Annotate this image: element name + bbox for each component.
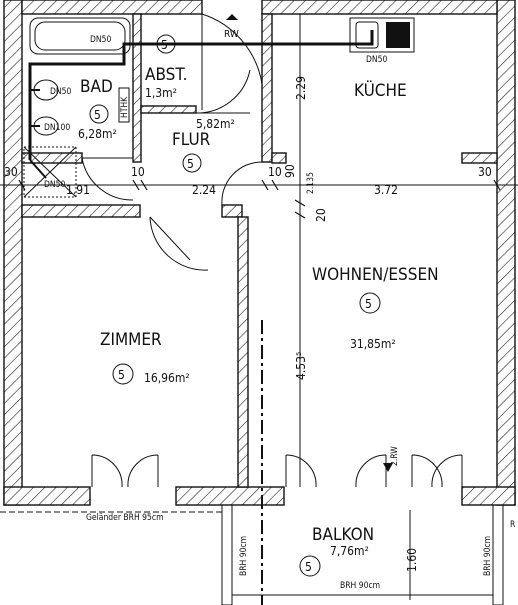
room-wohnen-symbol: 5 — [365, 297, 372, 311]
dim-20: 20 — [314, 208, 328, 222]
doors — [81, 13, 463, 488]
bad-door — [81, 157, 134, 201]
wall-bottom-2 — [175, 486, 285, 506]
dim-2135: 2.135 — [306, 172, 316, 194]
wohnen-balcony-door — [285, 454, 387, 488]
room-wohnen-area: 31,85m² — [350, 337, 396, 351]
room-zimmer-area: 16,96m² — [144, 371, 190, 385]
label-dn50-bad: DN50 — [90, 35, 111, 45]
room-labels: BAD 5 6,28m² 5 ABST. 1,3m² 5,82m² FLUR 5… — [78, 34, 439, 577]
wall-zimmer-top-left — [21, 204, 141, 218]
bathtub-inner — [34, 21, 126, 51]
kitchen-fixtures — [349, 17, 415, 53]
annotations: DN50 DN50 DN100 DN50 DN50 RW 2.RW HTHK G… — [44, 14, 516, 591]
zimmer-balcony-door — [91, 454, 159, 488]
dim-191: 1.91 — [66, 183, 90, 197]
wall-bottom-1 — [3, 486, 91, 506]
drain-pipe — [28, 30, 374, 179]
bathtub — [29, 17, 131, 55]
dim-10-a: 10 — [131, 165, 145, 179]
rw-arrow — [226, 14, 238, 20]
wall-top-left — [21, 0, 203, 15]
room-abst-symbol: 5 — [161, 38, 168, 52]
dim-372: 3.72 — [374, 183, 398, 197]
radiator-hthk — [118, 87, 130, 123]
dim-224: 2.24 — [192, 183, 216, 197]
wall-kitchen-right — [461, 152, 498, 164]
label-dn50-kitchen: DN50 — [366, 55, 387, 65]
label-brh-left: BRH 90cm — [239, 536, 249, 576]
entrance-door — [201, 13, 263, 110]
kitchen-sink — [355, 21, 379, 49]
rw-balkon-arrow — [383, 463, 393, 472]
dim-160: 1.60 — [405, 548, 419, 572]
exterior-walls — [3, 0, 516, 506]
room-kueche-name: KÜCHE — [354, 79, 407, 101]
label-dn50-wc: DN50 — [50, 87, 71, 97]
wall-right — [496, 0, 516, 506]
dimension-lines — [0, 14, 518, 600]
wohnen-balcony-door-2 — [411, 454, 463, 488]
abst-door — [195, 69, 251, 114]
kitchen-counter — [349, 17, 415, 53]
room-abst-area: 1,3m² — [145, 86, 177, 100]
dim-90: 90 — [283, 164, 297, 178]
label-gelaender: Geländer BRH 95cm — [86, 513, 164, 523]
dim-30-left: 30 — [4, 165, 18, 179]
shower-tray — [23, 146, 77, 198]
room-abst-name: ABST. — [145, 65, 188, 85]
room-bad-symbol: 5 — [94, 108, 101, 122]
room-wohnen-name: WOHNEN/ESSEN — [312, 265, 439, 285]
room-bad-name: BAD — [80, 77, 113, 97]
room-flur-name: FLUR — [172, 130, 211, 150]
room-flur-symbol: 5 — [187, 157, 194, 171]
label-rw-balkon: 2.RW — [390, 446, 400, 466]
room-balkon-area: 7,76m² — [330, 544, 369, 558]
wall-zimmer-wohnen — [237, 216, 249, 488]
dim-229: 2.29 — [294, 76, 308, 100]
dim-10-b: 10 — [268, 165, 282, 179]
wall-flur-kueche — [261, 13, 273, 163]
label-rw-top: RW — [224, 29, 239, 40]
wall-kitchen-left — [271, 152, 287, 164]
wall-bad-abst — [132, 13, 142, 163]
label-dn50-shower: DN50 — [44, 180, 65, 190]
dimension-labels: 30 1.91 10 2.24 10 90 2.135 20 3.72 30 2… — [4, 76, 492, 572]
room-zimmer-name: ZIMMER — [100, 330, 162, 350]
interior-walls — [21, 13, 498, 488]
label-brh-bottom: BRH 90cm — [340, 581, 380, 591]
room-zimmer-symbol: 5 — [118, 368, 125, 382]
room-balkon-symbol: 5 — [305, 560, 312, 574]
label-dn100: DN100 — [44, 123, 70, 133]
wall-top-right — [261, 0, 498, 15]
wall-bottom-3 — [461, 486, 516, 506]
wall-abst-flur — [140, 105, 197, 114]
kitchen-stove — [386, 22, 410, 48]
balcony — [0, 320, 504, 605]
dim-30-right: 30 — [478, 165, 492, 179]
room-balkon-name: BALKON — [312, 525, 374, 545]
kitchen-door — [221, 161, 263, 206]
label-brh-right: BRH 90cm — [483, 536, 493, 576]
label-r-mark: R — [510, 520, 516, 530]
wall-zimmer-top-right — [221, 204, 243, 218]
room-bad-area: 6,28m² — [78, 127, 117, 141]
room-flur-area: 5,82m² — [196, 117, 235, 131]
dim-453: 4.53⁵ — [294, 352, 308, 380]
wall-left — [3, 0, 23, 506]
zimmer-door — [149, 216, 209, 271]
label-hthk: HTHK — [120, 96, 130, 118]
